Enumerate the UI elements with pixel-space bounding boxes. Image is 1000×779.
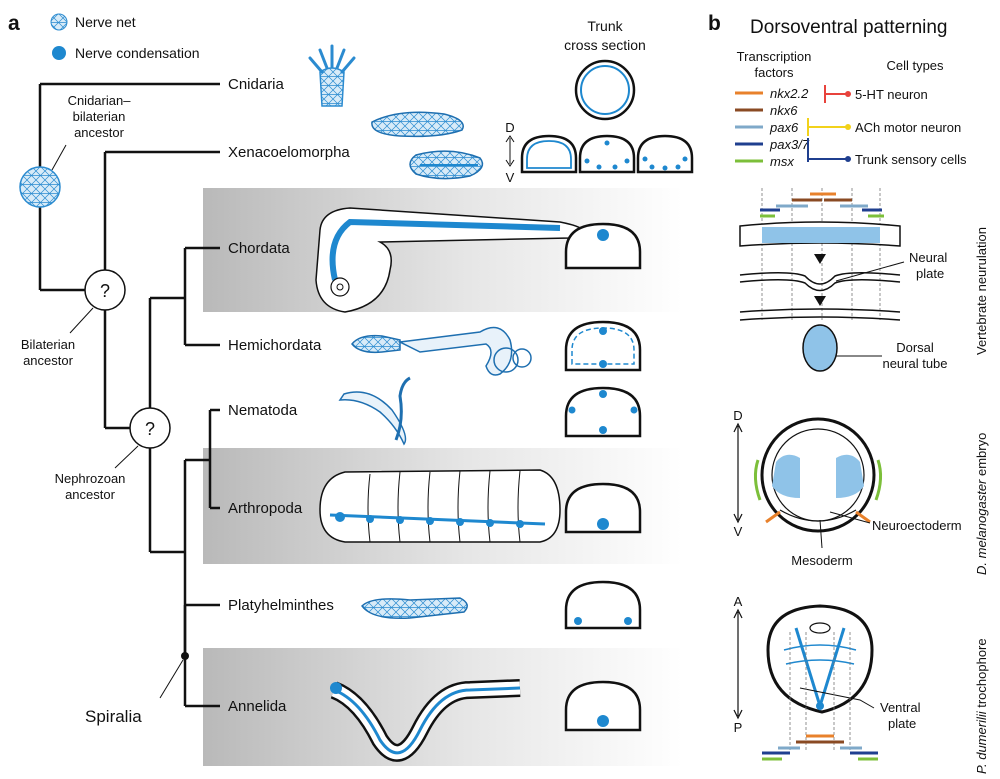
cross-section-arthropoda <box>564 482 642 534</box>
cross-section-annelida <box>564 680 642 732</box>
vertebrate-neurulation-side-label: Vertebrate neurulation <box>974 227 989 355</box>
taxon-xenacoelomorpha: Xenacoelomorpha <box>228 144 350 161</box>
taxon-annelida: Annelida <box>228 698 287 715</box>
cross-section-nematoda <box>564 386 642 438</box>
panel-a: a Nerve net Nerve condensation Trunk cro… <box>8 12 694 766</box>
taxon-platyhelminthes: Platyhelminthes <box>228 597 334 614</box>
xenacoelomorpha-worm-illustrations <box>371 111 484 180</box>
bilaterian-ancestor-label-2: ancestor <box>23 353 74 368</box>
dorsal-tube-label-1: Dorsal <box>896 340 934 355</box>
cnidarian-ancestor-label-2: bilaterian <box>73 109 126 124</box>
annelida-worm-illustration <box>330 679 521 762</box>
taxon-cnidaria: Cnidaria <box>228 76 285 93</box>
trunk-header: Trunk <box>587 18 623 34</box>
tf-header-2: factors <box>754 65 794 80</box>
cell-type-5ht: 5-HT neuron <box>855 87 928 102</box>
mesoderm-label: Mesoderm <box>791 553 852 568</box>
taxon-arthropoda: Arthropoda <box>228 500 303 517</box>
neural-plate-label-1: Neural <box>909 250 947 265</box>
neuroectoderm-label: Neuroectoderm <box>872 518 962 533</box>
fly-dorsal-label: D <box>733 408 742 423</box>
spiralia-node <box>181 652 189 660</box>
neural-plate-label-2: plate <box>916 266 944 281</box>
regulatory-connectors <box>807 85 851 162</box>
cross-sections-xenacoelomorpha <box>520 134 694 174</box>
cell-types-header: Cell types <box>886 58 944 73</box>
ventral-plate-label-1: Ventral <box>880 700 921 715</box>
bilaterian-question-mark: ? <box>100 281 110 301</box>
cell-type-ach: ACh motor neuron <box>855 120 961 135</box>
nephrozoan-question-mark: ? <box>145 419 155 439</box>
bilaterian-ancestor-label-1: Bilaterian <box>21 337 75 352</box>
panel-b: b Dorsoventral patterning Transcription … <box>708 12 989 774</box>
nephrozoan-ancestor-node <box>129 407 171 449</box>
taxon-nematoda: Nematoda <box>228 402 298 419</box>
factor-msx: msx <box>770 154 794 169</box>
platyhelminthes-flatworm-illustration <box>361 597 468 619</box>
drosophila-embryo-diagram <box>733 417 883 549</box>
vertebrate-neurulation-diagram <box>739 188 905 372</box>
legend-nerve-condensation: Nerve condensation <box>75 45 200 61</box>
taxon-hemichordata: Hemichordata <box>228 337 322 354</box>
factor-nkx6: nkx6 <box>770 103 798 118</box>
nephrozoan-ancestor-label-2: ancestor <box>65 487 116 502</box>
svg-text:D: D <box>505 120 514 135</box>
arthropoda-larva-illustration <box>319 469 561 543</box>
cnidarian-bilaterian-ancestor-net <box>19 166 61 208</box>
platy-posterior-label: P <box>734 720 743 735</box>
dorsal-tube-label-2: neural tube <box>882 356 947 371</box>
tf-header-1: Transcription <box>737 49 812 64</box>
factor-nkx2-2: nkx2.2 <box>770 86 809 101</box>
cnidarian-ancestor-label-3: ancestor <box>74 125 125 140</box>
spiralia-label: Spiralia <box>85 707 142 726</box>
nephrozoan-ancestor-label-1: Nephrozoan <box>55 471 126 486</box>
cross-section-chordata <box>564 222 642 270</box>
nerve-net-icon <box>50 13 68 31</box>
legend: Nerve net Nerve condensation <box>50 13 200 61</box>
platy-anterior-label: A <box>734 594 743 609</box>
cell-type-sensory: Trunk sensory cells <box>855 152 967 167</box>
panel-a-letter: a <box>8 12 20 35</box>
cnidarian-ancestor-label-1: Cnidarian– <box>68 93 132 108</box>
cross-section-hemichordata <box>564 320 642 372</box>
bilaterian-ancestor-node <box>84 269 126 311</box>
nerve-condensation-icon <box>52 46 66 60</box>
nematoda-worm-illustration <box>338 376 411 446</box>
ventral-plate-label-2: plate <box>888 716 916 731</box>
cross-section-platyhelminthes <box>564 580 642 630</box>
platynereis-trochophore-diagram <box>733 604 878 761</box>
drosophila-side-label: D. melanogaster embryo <box>974 433 989 575</box>
panel-b-title: Dorsoventral patterning <box>750 17 948 38</box>
platynereis-side-label: P. dumerilii trochophore <box>974 638 989 774</box>
cnidaria-polyp-illustration <box>308 44 356 107</box>
factor-pax3-7: pax3/7 <box>769 137 810 152</box>
spiralia-pointer <box>159 659 184 699</box>
dv-axis-indicator: D V <box>505 120 514 185</box>
panel-b-letter: b <box>708 12 721 35</box>
factor-pax6: pax6 <box>769 120 799 135</box>
cross-section-header: cross section <box>564 37 646 53</box>
taxon-chordata: Chordata <box>228 240 290 257</box>
hemichordata-acorn-worm-illustration <box>351 326 532 376</box>
svg-text:V: V <box>506 170 515 185</box>
cross-section-cnidaria <box>574 59 636 121</box>
fly-ventral-label: V <box>734 524 743 539</box>
legend-nerve-net: Nerve net <box>75 14 136 30</box>
factor-legend: nkx2.2 nkx6 pax6 pax3/7 msx <box>735 86 810 169</box>
chordata-embryo-illustration <box>315 207 584 313</box>
